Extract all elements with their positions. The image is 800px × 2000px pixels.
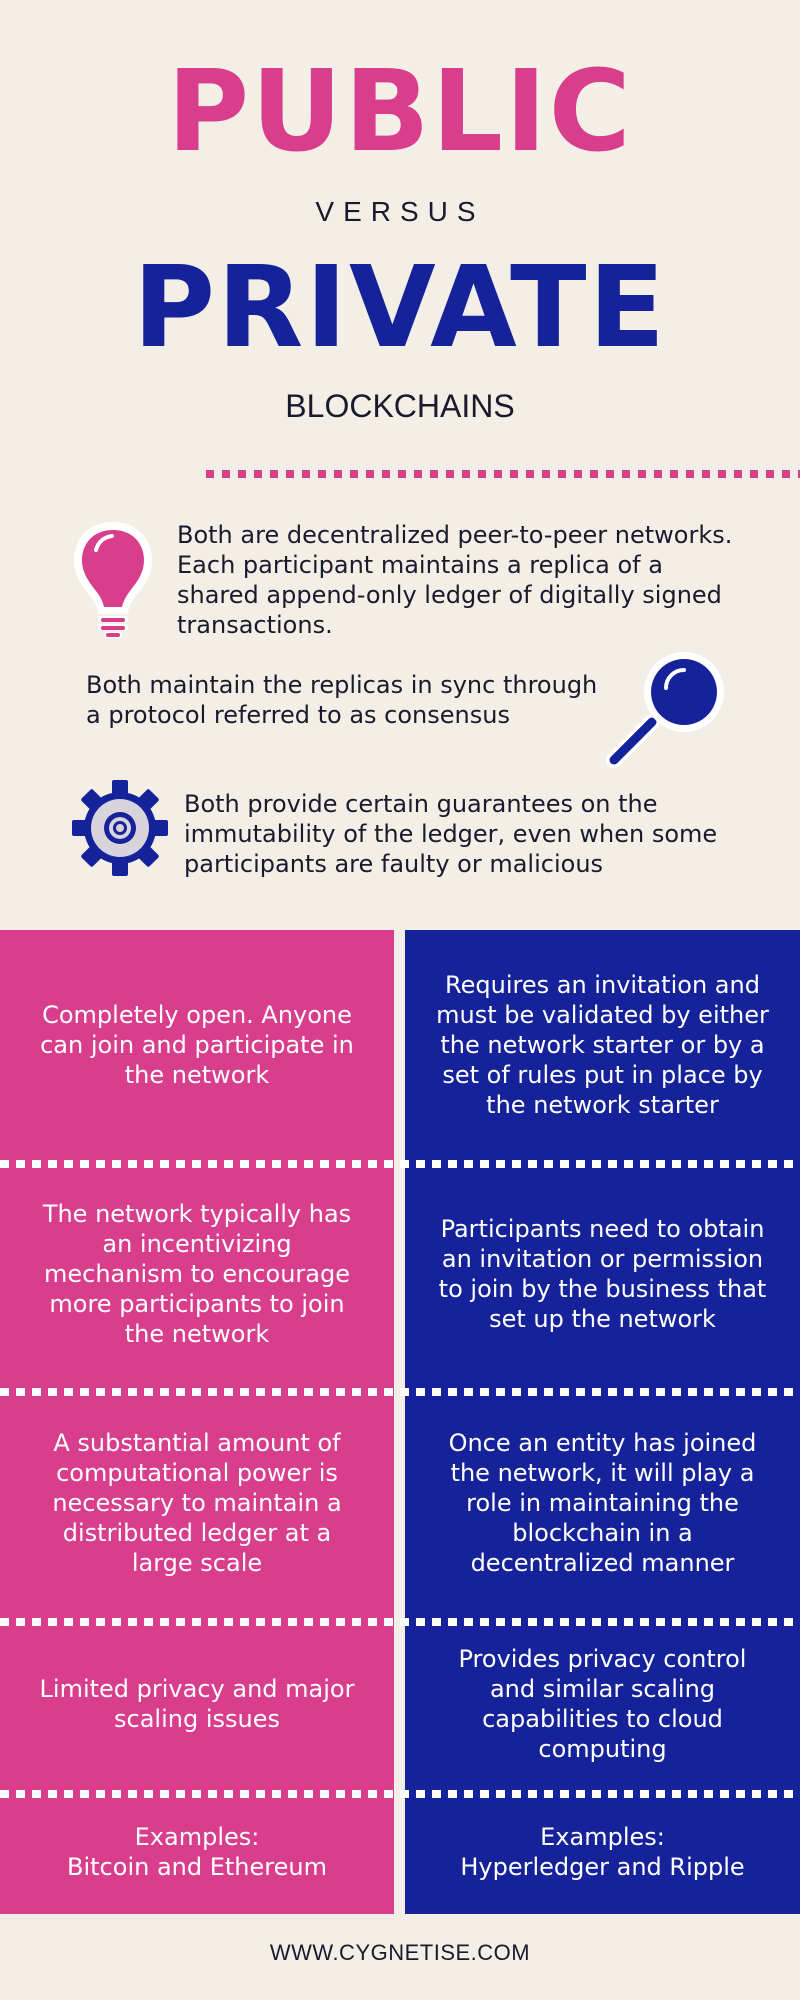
row-divider [0,1790,800,1798]
public-cell-4: Limited privacy and major scaling issues [39,1675,355,1733]
lightbulb-icon [74,522,152,638]
info-item-1: Both are decentralized peer-to-peer netw… [177,521,733,639]
subtitle-blockchains: BLOCKCHAINS [285,388,515,424]
title-private: PRIVATE [133,243,667,373]
row-divider [0,1160,800,1168]
private-cell-2: Participants need to obtain an invitatio… [438,1215,767,1333]
title-public: PUBLIC [167,47,633,177]
footer-url: WWW.CYGNETISE.COM [269,1940,531,1965]
gear-icon [72,780,168,876]
private-cell-1: Requires an invitation and must be valid… [436,971,769,1119]
private-cell-3: Once an entity has joined the network, i… [448,1429,757,1577]
private-cell-examples: Examples: Hyperledger and Ripple [460,1823,745,1881]
public-cell-2: The network typically has an incentivizi… [42,1200,352,1348]
title-versus: VERSUS [315,196,485,227]
public-cell-1: Completely open. Anyone can join and par… [40,1001,354,1089]
public-cell-examples: Examples: Bitcoin and Ethereum [67,1823,327,1881]
row-divider [0,1388,800,1396]
private-column: Requires an invitation and must be valid… [405,930,800,1914]
info-item-2: Both maintain the replicas in sync throu… [86,671,598,729]
public-cell-3: A substantial amount of computational po… [52,1429,342,1577]
dotted-divider [206,470,800,478]
private-cell-4: Provides privacy control and similar sca… [458,1645,747,1763]
public-column: Completely open. Anyone can join and par… [0,930,394,1914]
row-divider [0,1618,800,1626]
comparison-grid: Completely open. Anyone can join and par… [0,930,800,1914]
info-item-3: Both provide certain guarantees on the i… [184,790,718,878]
magnifier-icon [606,652,724,768]
